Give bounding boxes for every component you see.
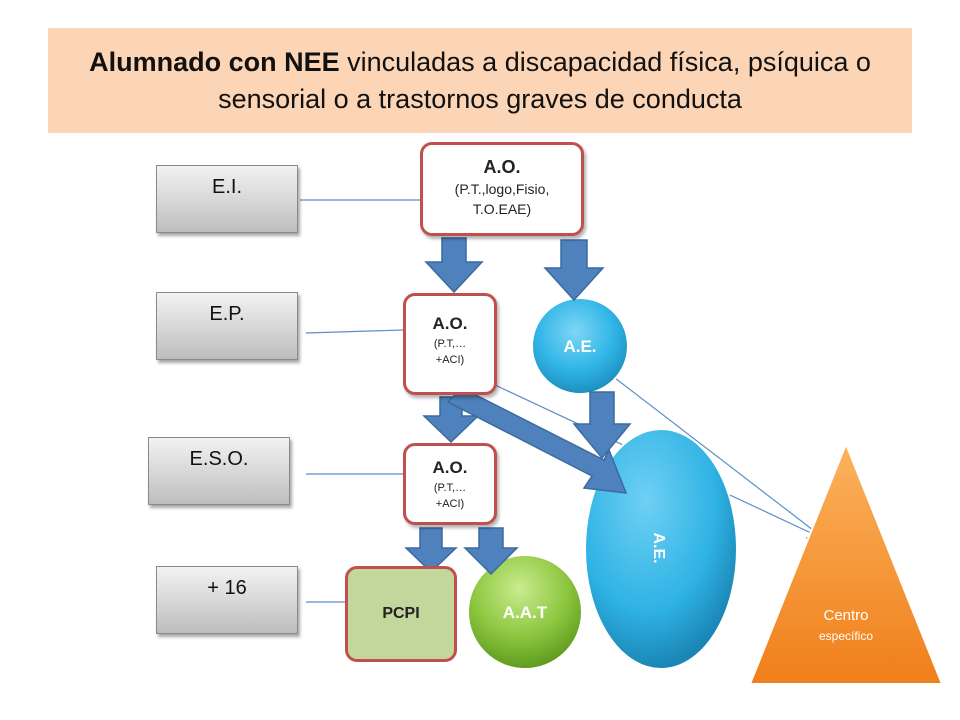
arrow-diagonal-ao-to-ae — [446, 387, 628, 494]
ao-top-box: A.O. (P.T.,logo,Fisio, T.O.EAE) — [420, 142, 584, 236]
title-bar: Alumnado con NEE vinculadas a discapacid… — [48, 28, 912, 133]
pcpi-box: PCPI — [345, 566, 457, 662]
ao-top-line2: T.O.EAE) — [472, 201, 532, 217]
centro-especifico-triangle — [748, 441, 944, 685]
level-ei-label: E.I. — [211, 176, 242, 198]
arrow-down-to-aat — [463, 527, 519, 576]
ao-low-line2: +ACI) — [435, 498, 465, 510]
title-bold: Alumnado con NEE — [89, 46, 340, 77]
ao-low-heading: A.O. — [432, 458, 468, 477]
level-eso-label: E.S.O. — [189, 448, 249, 470]
ao-top-line1: (P.T.,logo,Fisio, — [454, 181, 550, 197]
ao-top-heading: A.O. — [483, 157, 521, 177]
arrow-down-to-pcpi — [404, 527, 458, 574]
level-eso: E.S.O. — [148, 437, 290, 505]
ae-circle — [531, 297, 629, 395]
ao-low-line1: (P.T,… — [433, 482, 467, 494]
centro-label-1: Centro — [823, 607, 868, 624]
ae-circle-label: A.E. — [563, 337, 596, 356]
connector-ep — [305, 329, 404, 334]
ao-mid-line2: +ACI) — [435, 354, 465, 366]
ae-oval-label: A.E. — [650, 532, 667, 563]
centro-label-2: específico — [819, 629, 873, 643]
page-title: Alumnado con NEE vinculadas a discapacid… — [48, 44, 912, 118]
ao-mid-heading: A.O. — [432, 314, 468, 333]
aat-label: A.A.T — [503, 603, 548, 622]
level-16: + 16 — [156, 566, 298, 634]
level-ei: E.I. — [156, 165, 298, 233]
title-rest: vinculadas a discapacidad física, psíqui… — [218, 46, 871, 114]
arrow-down-ao-top-to-mid — [424, 237, 484, 294]
pcpi-label: PCPI — [382, 605, 420, 622]
ao-mid-box: A.O. (P.T,… +ACI) — [403, 293, 497, 395]
ao-mid-line1: (P.T,… — [433, 338, 467, 350]
level-16-label: + 16 — [207, 577, 247, 599]
arrow-down-ao-top-to-ae — [543, 239, 605, 302]
ao-low-box: A.O. (P.T,… +ACI) — [403, 443, 497, 525]
thin-arrow-ae — [614, 377, 827, 541]
level-ep-label: E.P. — [209, 303, 245, 325]
aat-circle — [467, 554, 583, 670]
arrow-down-ae-to-oval — [572, 391, 632, 460]
level-ep: E.P. — [156, 292, 298, 360]
